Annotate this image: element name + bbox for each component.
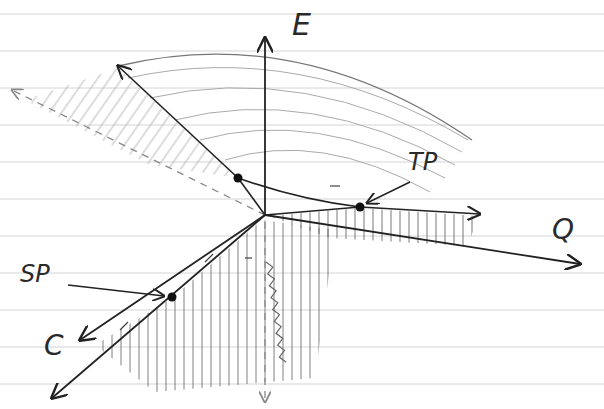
axis-label: SP: [20, 262, 50, 286]
axis-label: C: [44, 332, 64, 360]
axis-label: E: [292, 10, 311, 40]
axis-label: Q: [552, 216, 574, 244]
axis-label: TP: [408, 150, 437, 174]
